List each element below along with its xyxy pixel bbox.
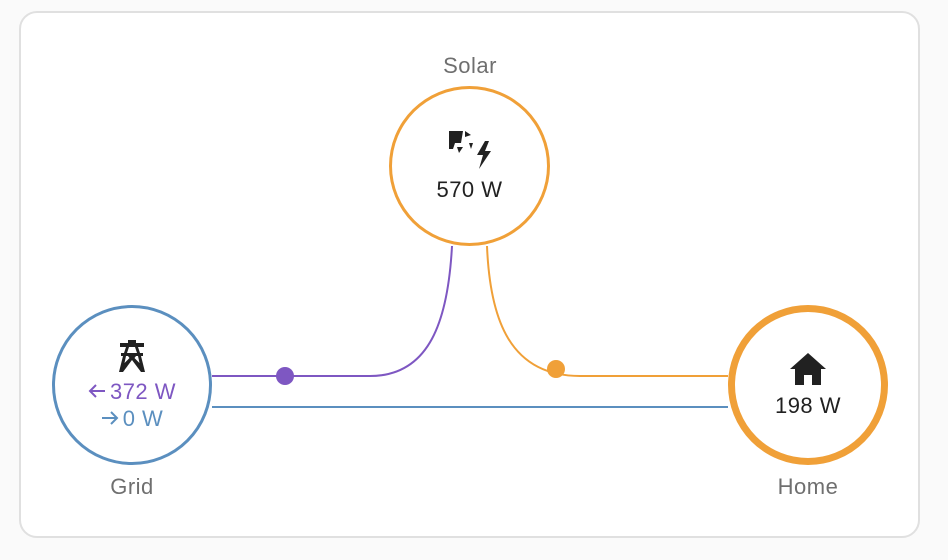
solar-power-icon [447,129,493,171]
grid-consumed-row: 0 W [101,405,164,432]
solar-node[interactable]: 570 W [389,86,550,246]
arrow-right-icon [101,405,119,432]
home-power-value: 198 W [774,393,842,418]
transmission-tower-icon [117,338,147,374]
grid-node[interactable]: 372 W 0 W [52,305,212,465]
flow-dot-solar-to-home [547,360,565,378]
grid-returned-row: 372 W [88,378,176,405]
grid-label: Grid [110,474,154,499]
home-label: Home [777,474,839,499]
flow-dot-solar-to-grid [276,367,294,385]
solar-label: Solar [443,53,497,78]
arrow-left-icon [88,378,106,405]
grid-returned-value: 372 W [109,379,177,404]
home-node[interactable]: 198 W [728,305,888,465]
solar-power-value: 570 W [436,177,503,202]
home-icon [788,351,828,387]
flow-solar-to-home [486,245,728,377]
grid-consumed-value: 0 W [122,406,164,431]
flow-solar-to-grid [212,245,453,377]
